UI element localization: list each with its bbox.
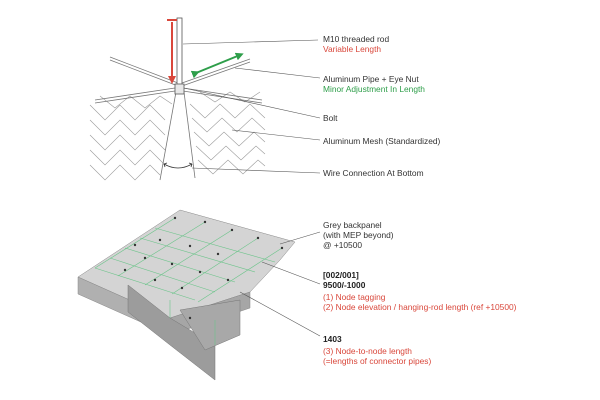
connector-pipes: [94, 56, 263, 181]
label-note-3b: (=lengths of connector pipes): [323, 356, 432, 366]
bottom-leaders: [239, 231, 321, 337]
top-leaders: [182, 39, 321, 174]
threaded-rod: [174, 17, 185, 95]
label-rod-sub: Variable Length: [323, 44, 382, 54]
label-backpanel-2: (with MEP beyond): [323, 230, 394, 240]
label-pipe-sub: Minor Adjustment In Length: [323, 84, 425, 94]
label-node-length: 1403: [323, 334, 342, 344]
label-backpanel-3: @ +10500: [323, 240, 363, 250]
node-points: [123, 216, 284, 320]
label-note-1: (1) Node tagging: [323, 292, 386, 302]
label-bolt: Bolt: [323, 113, 338, 123]
label-node-tag: [002/001]: [323, 270, 359, 280]
label-node-elevation: 9500/-1000: [323, 280, 366, 290]
label-backpanel-1: Grey backpanel: [323, 220, 382, 230]
label-note-2: (2) Node elevation / hanging-rod length …: [323, 302, 517, 312]
label-note-3: (3) Node-to-node length: [323, 346, 412, 356]
wire-rotation-arc: [163, 163, 193, 169]
node-grid: [94, 217, 283, 345]
label-mesh: Aluminum Mesh (Standardized): [323, 136, 441, 146]
node-detail: [89, 17, 266, 181]
ceiling-panel: [77, 209, 296, 381]
label-rod-title: M10 threaded rod: [323, 34, 390, 44]
mesh-left: [89, 95, 173, 181]
label-pipe-title: Aluminum Pipe + Eye Nut: [323, 74, 419, 84]
label-wire: Wire Connection At Bottom: [323, 168, 424, 178]
pipe-adjust-arrow: [190, 52, 244, 79]
mesh-right: [189, 91, 266, 175]
